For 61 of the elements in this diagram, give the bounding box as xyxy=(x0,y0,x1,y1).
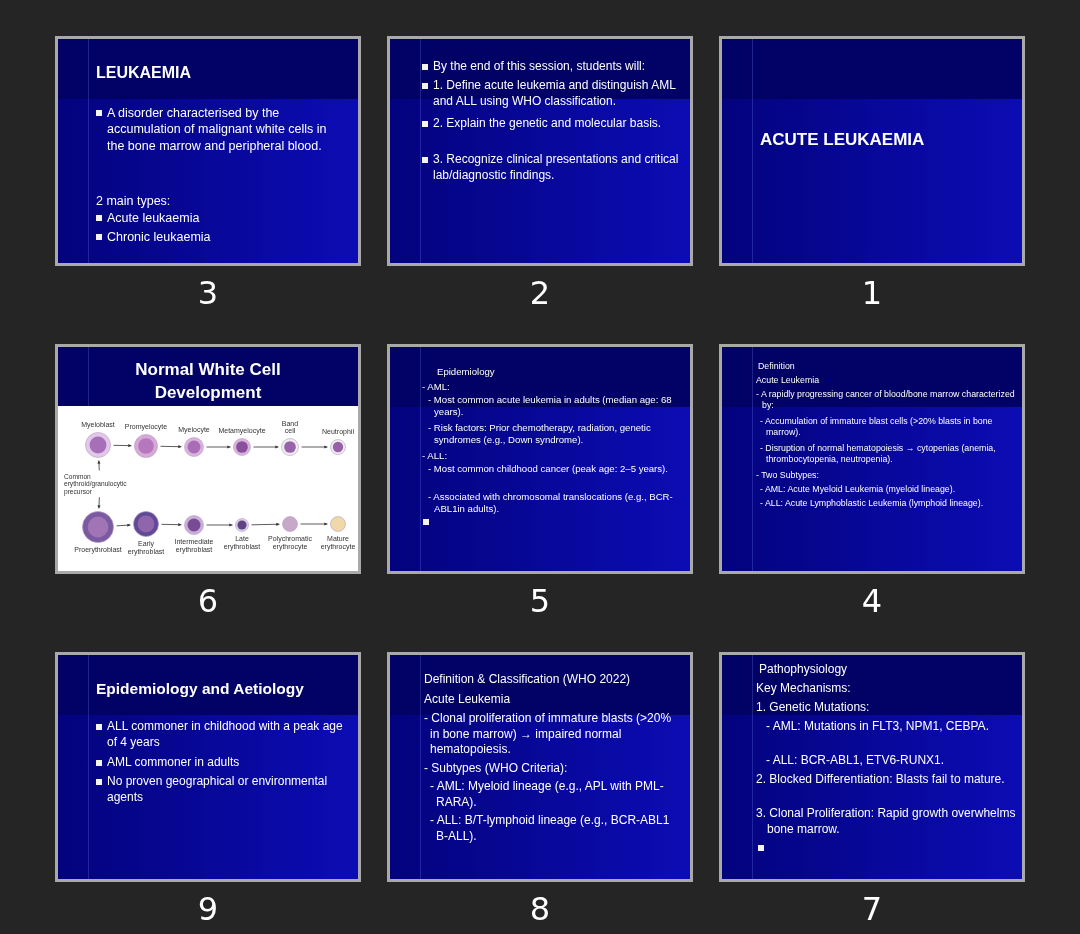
slide-text: Acute Leukemia xyxy=(756,375,821,387)
bullet-text: By the end of this session, students will: xyxy=(433,59,647,75)
list-item-text: - Accumulation of immature blast cells (>20% blasts in bone marrow). xyxy=(760,416,994,439)
slide-text: 2 main types: xyxy=(96,193,172,210)
slide-number: 3 xyxy=(196,274,220,312)
bullet-text: Chronic leukaemia xyxy=(107,229,212,246)
slide-number: 9 xyxy=(196,890,220,928)
bullet-text: AML commoner in adults xyxy=(107,755,241,771)
list-item-text: - Risk factors: Prior chemotherapy, radiation, genetic syndromes (e.g., Down syndrome). xyxy=(428,422,652,447)
list-item-text: - Most common childhood cancer (peak age: 2–5 years). xyxy=(428,463,669,476)
slide-number: 8 xyxy=(528,890,552,928)
list-item-text: - ALL: B/T-lymphoid lineage (e.g., BCR-ABL1 B-ALL). xyxy=(430,813,671,845)
slide-text: Definition xyxy=(758,361,796,373)
slide-text: Pathophysiology xyxy=(759,662,849,678)
bullet-text: 3. Recognize clinical presentations and critical lab/diagnostic findings. xyxy=(433,152,680,184)
slide-text: Epidemiology xyxy=(437,366,496,379)
bullet-text: No proven geographical or environmental agents xyxy=(107,774,329,806)
slide-text: Acute Leukemia xyxy=(424,692,512,708)
slide-text: Key Mechanisms: xyxy=(756,681,852,697)
slide-card xyxy=(387,36,693,266)
slide-card xyxy=(387,652,693,882)
slide-card xyxy=(387,344,693,574)
slide-title: LEUKAEMIA xyxy=(96,63,193,83)
slide-title: Normal White Cell Development xyxy=(134,359,282,404)
slide-card xyxy=(719,36,1025,266)
slide-text: - ALL: xyxy=(422,450,449,463)
bullet-text: A disorder characterised by the accumulation of malignant white cells in the bone marrow and peripheral blood. xyxy=(107,105,328,154)
bullet-text: 1. Define acute leukemia and distinguish AML and ALL using WHO classification. xyxy=(433,78,677,110)
slide-number: 7 xyxy=(860,890,884,928)
slide-number: 6 xyxy=(196,582,220,620)
bullet-text: 2. Explain the genetic and molecular basis. xyxy=(433,116,663,132)
slide-title: Epidemiology and Aetiology xyxy=(96,679,305,699)
slide-card xyxy=(55,344,361,574)
slide-card xyxy=(55,36,361,266)
slide-text: - Subtypes (WHO Criteria): xyxy=(424,761,569,777)
slide-text: 1. Genetic Mutations: xyxy=(756,700,871,716)
slide-text: Definition & Classification (WHO 2022) xyxy=(424,672,632,688)
list-item-text: - A rapidly progressing cancer of blood/bone marrow characterized by: xyxy=(756,389,1016,412)
bullet-text: ALL commoner in childhood with a peak age of 4 years xyxy=(107,719,344,751)
slide-card xyxy=(55,652,361,882)
list-item-text: - Clonal proliferation of immature blasts (>20% in bone marrow) → impaired normal hematopoiesis. xyxy=(424,711,673,758)
slide-number: 5 xyxy=(528,582,552,620)
slide-card xyxy=(719,652,1025,882)
slide-text: - AML: xyxy=(422,381,451,394)
slide-number: 2 xyxy=(528,274,552,312)
slide-number: 1 xyxy=(860,274,884,312)
bullet-text: Acute leukaemia xyxy=(107,210,201,227)
list-item-text: - ALL: BCR-ABL1, ETV6-RUNX1. xyxy=(766,753,946,769)
list-item-text: - ALL: Acute Lymphoblastic Leukemia (lymphoid lineage). xyxy=(760,498,985,510)
slide-text: - Two Subtypes: xyxy=(756,470,820,482)
slide-card xyxy=(719,344,1025,574)
list-item-text: - Disruption of normal hematopoiesis → cytopenias (anemia, thrombocytopenia, neutropenia). xyxy=(760,443,997,466)
list-item-text: - Most common acute leukemia in adults (median age: 68 years). xyxy=(428,394,673,419)
list-item-text: - AML: Mutations in FLT3, NPM1, CEBPA. xyxy=(766,719,990,735)
list-item-text: 2. Blocked Differentiation: Blasts fail to mature. xyxy=(756,772,1006,788)
slide-title: ACUTE LEUKAEMIA xyxy=(760,129,926,151)
list-item-text: 3. Clonal Proliferation: Rapid growth overwhelms bone marrow. xyxy=(756,806,1017,838)
list-item-text: - Associated with chromosomal translocations (e.g., BCR-ABL1in adults). xyxy=(428,491,674,516)
list-item-text: - AML: Acute Myeloid Leukemia (myeloid lineage). xyxy=(760,484,957,496)
list-item-text: - AML: Myeloid lineage (e.g., APL with PML-RARA). xyxy=(430,779,665,811)
slide-number: 4 xyxy=(860,582,884,620)
